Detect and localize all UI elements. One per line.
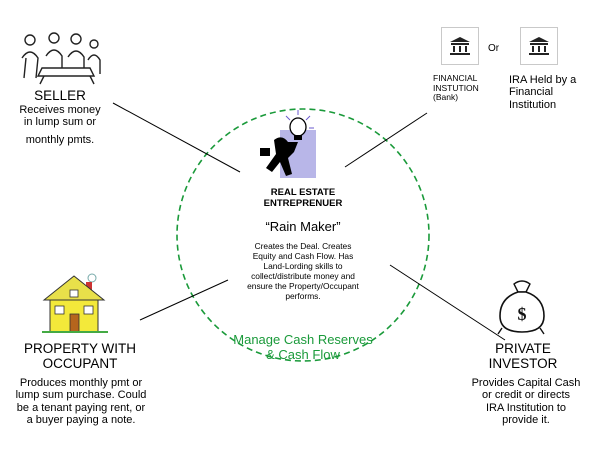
seller-connector [112,102,241,173]
financial-connector [344,112,428,168]
people-meeting-icon [21,32,101,85]
bank-icon-box [441,27,479,65]
investor-connector [389,264,506,341]
entrepreneur-description: Creates the Deal. Creates Equity and Cas… [247,241,359,301]
bank-building-icon [450,37,470,55]
investor-title: PRIVATE INVESTOR [488,341,558,372]
ira-label: IRA Held by a Financial Institution [509,74,577,111]
seller-description-2: monthly pmts. [25,134,95,146]
seller-title: SELLER [34,88,86,103]
house-icon [42,273,108,333]
property-connector [139,279,229,321]
svg-text:$: $ [518,304,527,324]
money-bag-icon: $ [497,280,545,335]
property-title: PROPERTY WITH OCCUPANT [23,341,136,372]
entrepreneur-title: REAL ESTATE ENTREPRENUER [263,187,343,209]
property-description: Produces monthly pmt or lump sum purchas… [15,377,147,426]
seller-description: Receives money in lump sum or [19,104,101,129]
ira-icon-box [520,27,558,65]
cash-flow-label: Manage Cash Reserves & Cash Flow [233,332,373,362]
bank-building-icon [529,37,549,55]
man-with-lightbulb-icon [260,110,316,178]
cash-flow-circle [176,108,430,362]
or-label: Or [488,43,500,54]
bank-label: FINANCIAL INSTUTION (Bank) [433,73,479,103]
investor-description: Provides Capital Cash or credit or direc… [471,377,581,426]
rain-maker-label: “Rain Maker” [265,219,341,234]
